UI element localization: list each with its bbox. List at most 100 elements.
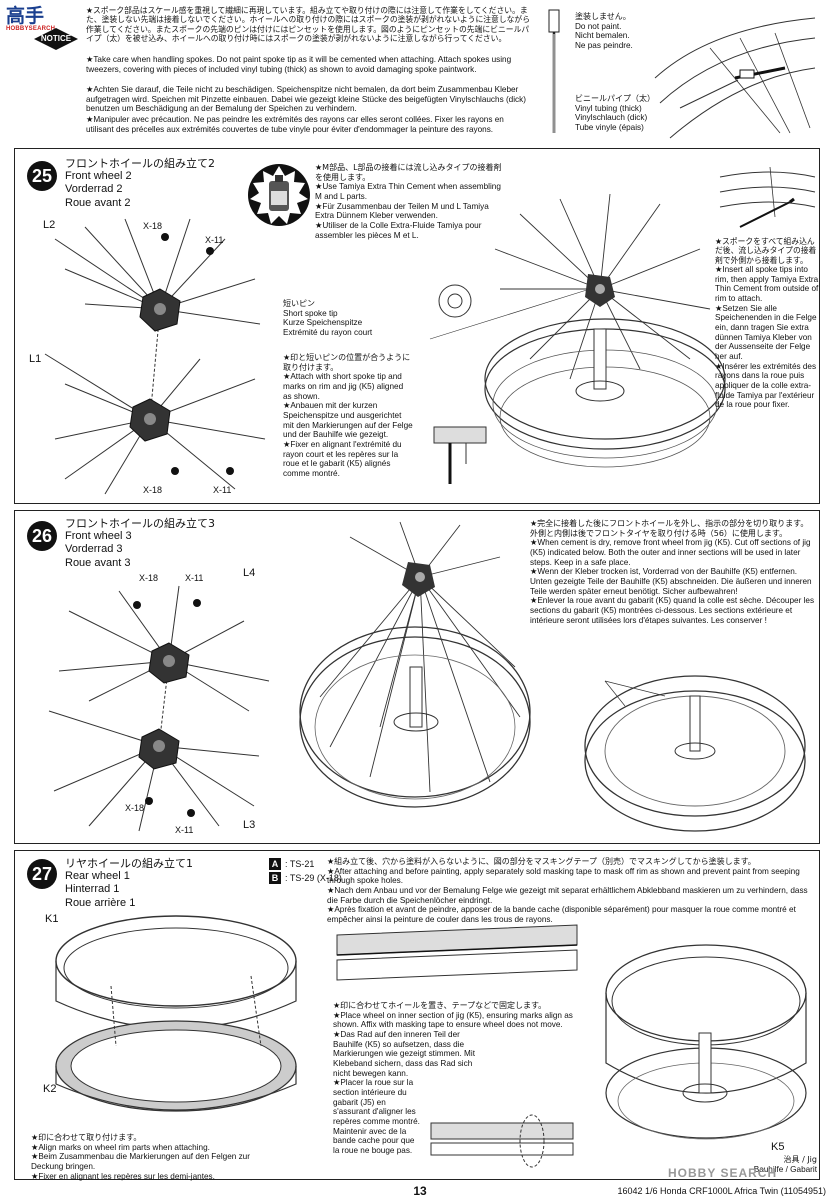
step-27-place-fr: ★Placer la roue sur la section intérieur… xyxy=(333,1078,420,1155)
step-26-note-jp: ★完全に接着した後にフロントホイールを外し、指示の部分を切り取ります。外側と内側… xyxy=(530,519,809,538)
step-27-jig-label: 治具 / Jig Bauhilfe / Gabarit xyxy=(725,1155,817,1174)
step-25-title: フロントホイールの組み立て2 Front wheel 2 Vorderrad 2… xyxy=(65,157,235,210)
step-26-hub-assembly xyxy=(48,585,270,832)
step-26-label-l3: L3 xyxy=(243,819,256,831)
cement-jp: ★M部品、L部品の接着には流し込みタイプの接着剤を使用します。 xyxy=(315,163,502,182)
step-26-number: 26 xyxy=(27,521,57,551)
step-26-label-x18-top: X-18 xyxy=(139,573,159,583)
cement-en: ★Use Tamiya Extra Thin Cement when assem… xyxy=(315,182,501,201)
paint-a-box: A xyxy=(269,858,281,870)
logo: 高手 HOBBYSEARCH xyxy=(6,6,76,50)
step-27-label-k1: K1 xyxy=(45,913,59,925)
cement-de: ★Für Zusammenbau der Teilen M und L Tami… xyxy=(315,201,489,221)
paint-b-code: : TS-29 (X-18) xyxy=(285,873,342,883)
vinyl-en: Vinyl tubing (thick) xyxy=(575,103,642,113)
insert-de: ★Setzen Sie alle Speichenenden in die Fe… xyxy=(715,303,817,362)
step-25-label-x11-top: X-11 xyxy=(205,235,224,245)
cement-fr: ★Utiliser de la Colle Extra-Fluide Tamiy… xyxy=(315,220,482,240)
step-27-wheel-on-jig xyxy=(605,944,807,1140)
insert-jp: ★スポークをすべて組み込んだ後、流し込みタイプの接着剤で外側から接着します。 xyxy=(715,237,817,265)
step-25-rim-section-detail xyxy=(433,426,487,484)
kit-code: 16042 1/6 Honda CRF1000L Africa Twin (11… xyxy=(617,1186,826,1196)
step-25-panel: 25 フロントホイールの組み立て2 Front wheel 2 Vorderra… xyxy=(14,148,820,504)
step-27-title-fr: Roue arrière 1 xyxy=(65,896,136,909)
step-27-paint-codes: A : TS-21 B : TS-29 (X-18) xyxy=(269,857,349,885)
do-not-paint-en: Do not paint. xyxy=(575,21,622,31)
step-27-place-jp: ★印に合わせてホイールを置き、テープなどで固定します。 xyxy=(333,1001,547,1010)
step-27-align-de: ★Beim Zusammenbau die Markierungen auf d… xyxy=(31,1152,250,1171)
align-jp: ★印と短いピンの位置が合うように取り付けます。 xyxy=(283,353,411,372)
step-27-k5-label: K5 xyxy=(771,1141,831,1153)
step-25-title-en: Front wheel 2 xyxy=(65,170,132,183)
step-27-number: 27 xyxy=(27,859,57,889)
paint-b-box: B xyxy=(269,872,281,884)
short-tip-jp: 短いピン xyxy=(283,299,315,308)
step-27-align-jp: ★印に合わせて取り付けます。 xyxy=(31,1133,142,1142)
step-25-title-jp: フロントホイールの組み立て2 xyxy=(65,157,215,170)
step-26-title-jp: フロントホイールの組み立て3 xyxy=(65,517,215,530)
notice-de: ★Achten Sie darauf, die Teile nicht zu b… xyxy=(86,85,526,114)
short-tip-fr: Extrémité du rayon court xyxy=(283,327,373,337)
step-26-label-l4: L4 xyxy=(243,567,256,579)
step-25-title-de: Vorderrad 2 xyxy=(65,183,123,196)
align-de: ★Anbauen mit der kurzen Speichenspitze u… xyxy=(283,401,413,440)
step-27-title-de: Hinterrad 1 xyxy=(65,883,120,896)
notice-badge: NOTICE xyxy=(34,28,78,50)
step-25-cement-detail xyxy=(719,166,816,228)
notice-label: NOTICE xyxy=(40,34,72,43)
spoke-tip-illustration xyxy=(548,9,560,133)
step-27-place-en: ★Place wheel on inner section of jig (K5… xyxy=(333,1010,573,1030)
cement-bottle-icon xyxy=(248,164,310,226)
step-27-panel: 27 リヤホイールの組み立て1 Rear wheel 1 Hinterrad 1… xyxy=(14,850,820,1181)
vinyl-jp: ビニールパイプ（太） xyxy=(575,94,655,103)
step-25-cement-note: ★M部品、L部品の接着には流し込みタイプの接着剤を使用します。 ★Use Tam… xyxy=(315,163,505,240)
step-26-title-de: Vorderrad 3 xyxy=(65,543,123,556)
do-not-paint-fr: Ne pas peindre. xyxy=(575,40,633,50)
step-27-mask-fr: ★Après fixation et avant de peindre, app… xyxy=(327,905,796,924)
step-25-hub-assembly xyxy=(44,218,266,495)
paint-a-code: : TS-21 xyxy=(285,859,315,869)
k5-label: K5 xyxy=(771,1141,785,1153)
logo-sub: HOBBYSEARCH xyxy=(6,26,56,32)
step-25-label-l2: L2 xyxy=(43,219,56,231)
step-25-label-l1: L1 xyxy=(29,353,42,365)
align-en: ★Attach with short spoke tip and marks o… xyxy=(283,372,404,401)
step-26-label-x11-top: X-11 xyxy=(185,573,204,583)
step-26-note: ★完全に接着した後にフロントホイールを外し、指示の部分を切り取ります。外側と内側… xyxy=(530,519,816,625)
step-27-mask-note: ★組み立て後、穴から塗料が入らないように、図の部分をマスキングテープ（別売）でマ… xyxy=(327,857,815,925)
step-26-panel: 26 フロントホイールの組み立て3 Front wheel 3 Vorderra… xyxy=(14,510,820,844)
short-tip-de: Kurze Speichenspitze xyxy=(283,318,363,328)
step-26-wheel-in-rim xyxy=(299,521,531,808)
notice-fr: ★Manipuler avec précaution. Ne pas peind… xyxy=(86,115,504,134)
align-fr: ★Fixer en alignant l'extrémité du rayon … xyxy=(283,439,402,478)
step-25-number: 25 xyxy=(27,161,57,191)
jig-label-jp: 治具 / Jig xyxy=(783,1155,817,1164)
short-tip-en: Short spoke tip xyxy=(283,308,338,318)
do-not-paint-label: 塗装しません。 Do not paint. Nicht bemalen. Ne … xyxy=(575,12,645,51)
logo-text: 高手 xyxy=(6,5,45,27)
insert-fr: ★Insérer les extrémités des rayons dans … xyxy=(715,361,817,410)
step-25-tip-detail xyxy=(438,284,472,318)
step-27-label-k2: K2 xyxy=(43,1083,57,1095)
step-25-label-x18-top: X-18 xyxy=(143,221,163,231)
step-25-align-note: ★印と短いピンの位置が合うように取り付けます。 ★Attach with sho… xyxy=(283,353,413,479)
step-27-mask-de: ★Nach dem Anbau und vor der Bemalung Fel… xyxy=(327,885,808,905)
step-26-note-de: ★Wenn der Kleber trocken ist, Vorderrad … xyxy=(530,567,812,596)
vinyl-tubing-label: ビニールパイプ（太） Vinyl tubing (thick) Vinylsch… xyxy=(575,94,685,133)
page-number: 13 xyxy=(413,1184,427,1198)
tweezers-wheel-illustration xyxy=(654,17,816,139)
step-27-align-fr: ★Fixer en alignant les repères sur les d… xyxy=(31,1171,215,1181)
do-not-paint-jp: 塗装しません。 xyxy=(575,12,631,21)
step-25-short-tip-label: 短いピン Short spoke tip Kurze Speichenspitz… xyxy=(283,299,403,338)
step-27-place-note: ★印に合わせてホイールを置き、テープなどで固定します。 ★Place wheel… xyxy=(333,1001,583,1156)
step-26-note-en: ★When cement is dry, remove front wheel … xyxy=(530,538,811,567)
step-27-mask-jp: ★組み立て後、穴から塗料が入らないように、図の部分をマスキングテープ（別売）でマ… xyxy=(327,857,756,866)
step-26-jig-cut-diagram xyxy=(584,675,806,832)
vinyl-de: Vinylschlauch (dick) xyxy=(575,113,648,123)
step-25-wheel-in-rim xyxy=(429,193,726,468)
paint-a: A : TS-21 xyxy=(269,857,349,871)
notice-badge-shape xyxy=(34,28,78,50)
step-27-mask-en: ★After attaching and before painting, ap… xyxy=(327,866,800,886)
vinyl-fr: Tube vinyle (épais) xyxy=(575,122,644,132)
step-25-label-x11-bottom: X-11 xyxy=(213,485,232,495)
